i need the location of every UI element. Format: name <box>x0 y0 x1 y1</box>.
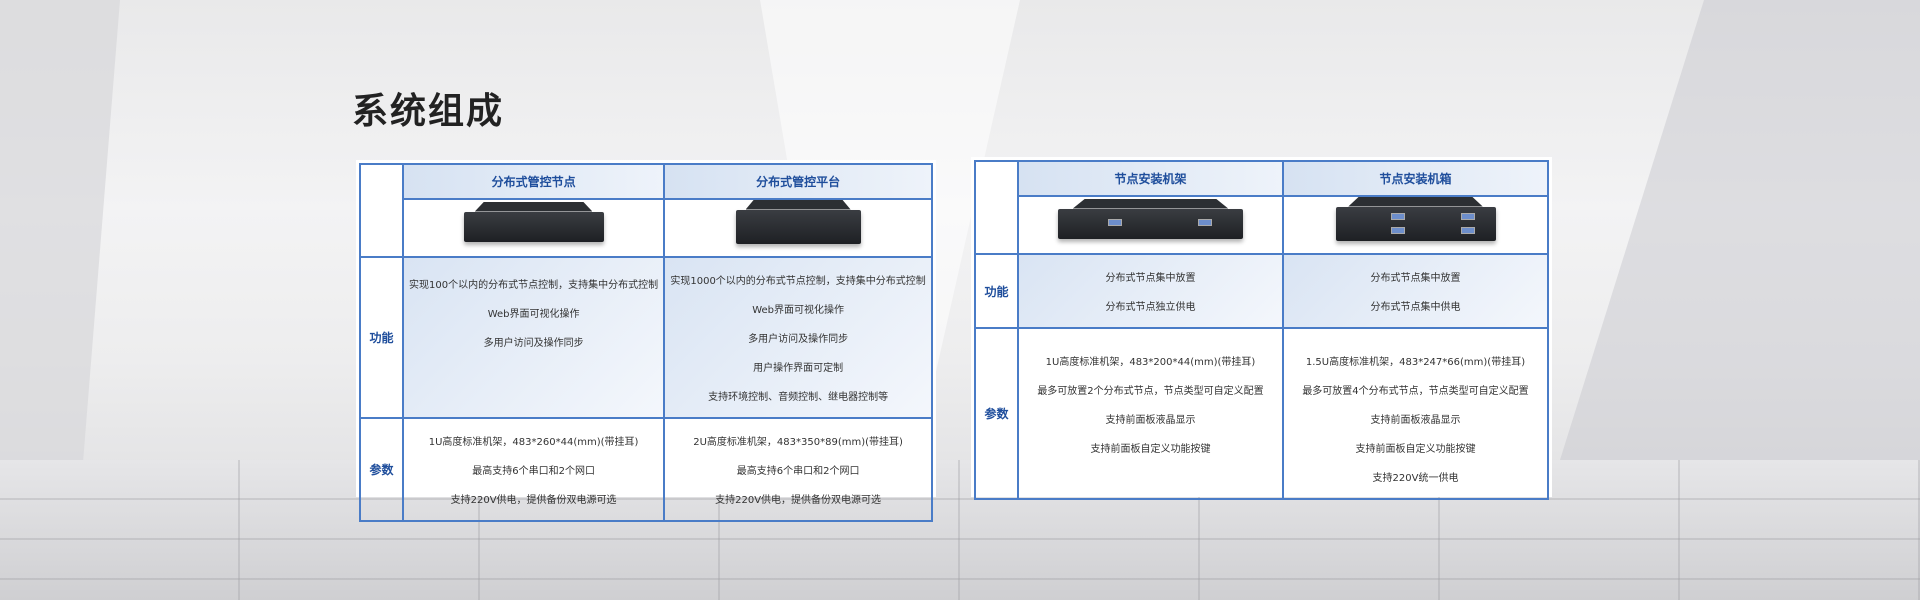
param-item: 1.5U高度标准机架，483*247*66(mm)(带挂耳) <box>1305 357 1526 368</box>
table-node-platform: 分布式管控节点 分布式管控平台 功能 实现100个以内的分布式节点控制，支持集中… <box>356 160 936 522</box>
param-item: 支持220V统一供电 <box>1372 473 1459 484</box>
param-item: 支持前面板自定义功能按键 <box>1090 444 1211 455</box>
function-item: 实现1000个以内的分布式节点控制，支持集中分布式控制 <box>670 276 926 287</box>
header-rack: 节点安装机架 <box>1017 160 1284 197</box>
1u-device-image <box>463 211 604 242</box>
header-node: 分布式管控节点 <box>401 163 666 200</box>
function-item: Web界面可视化操作 <box>752 305 844 316</box>
function-item: 支持环境控制、音频控制、继电器控制等 <box>708 392 889 403</box>
function-item: 实现100个以内的分布式节点控制，支持集中分布式控制 <box>409 280 659 291</box>
page-title: 系统组成 <box>352 91 505 132</box>
param-item: 最高支持6个串口和2个网口 <box>472 466 595 477</box>
function-item: 多用户访问及操作同步 <box>748 334 849 345</box>
row-label-params: 参数 <box>974 327 1019 500</box>
row-label-function: 功能 <box>359 256 404 419</box>
function-item: 多用户访问及操作同步 <box>483 338 584 349</box>
param-item: 1U高度标准机架，483*200*44(mm)(带挂耳) <box>1045 357 1256 368</box>
params-cell: 1U高度标准机架，483*260*44(mm)(带挂耳) 最高支持6个串口和2个… <box>401 417 666 522</box>
table-rack-chassis: 节点安装机架 节点安装机箱 功能 分布式节点集中放置 分布式节点独立供电 分布式… <box>971 157 1552 500</box>
param-item: 1U高度标准机架，483*260*44(mm)(带挂耳) <box>428 437 639 448</box>
chassis-image <box>1335 206 1496 241</box>
row-label-params: 参数 <box>359 417 404 522</box>
functions-cell: 分布式节点集中放置 分布式节点独立供电 <box>1017 253 1284 329</box>
background-wall <box>1560 0 1920 460</box>
params-cell: 1U高度标准机架，483*200*44(mm)(带挂耳) 最多可放置2个分布式节… <box>1017 327 1284 500</box>
param-item: 支持前面板自定义功能按键 <box>1355 444 1476 455</box>
2u-device-image <box>735 209 861 244</box>
function-item: 分布式节点集中放置 <box>1370 273 1461 284</box>
function-item: 分布式节点独立供电 <box>1105 302 1196 313</box>
row-label-function: 功能 <box>974 253 1019 329</box>
functions-cell: 实现1000个以内的分布式节点控制，支持集中分布式控制 Web界面可视化操作 多… <box>663 256 933 419</box>
param-item: 支持220V供电，提供备份双电源可选 <box>450 495 617 506</box>
function-item: Web界面可视化操作 <box>487 309 580 320</box>
param-item: 支持220V供电，提供备份双电源可选 <box>715 495 882 506</box>
params-cell: 2U高度标准机架，483*350*89(mm)(带挂耳) 最高支持6个串口和2个… <box>663 417 933 522</box>
function-item: 用户操作界面可定制 <box>753 363 844 374</box>
rack-image <box>1058 208 1243 239</box>
function-item: 分布式节点集中放置 <box>1105 273 1196 284</box>
param-item: 2U高度标准机架，483*350*89(mm)(带挂耳) <box>693 437 903 448</box>
param-item: 最多可放置4个分布式节点，节点类型可自定义配置 <box>1302 386 1529 397</box>
functions-cell: 实现100个以内的分布式节点控制，支持集中分布式控制 Web界面可视化操作 多用… <box>401 256 666 419</box>
functions-cell: 分布式节点集中放置 分布式节点集中供电 <box>1282 253 1549 329</box>
param-item: 支持前面板液晶显示 <box>1370 415 1461 426</box>
background-floor <box>0 460 1920 600</box>
param-item: 支持前面板液晶显示 <box>1105 415 1196 426</box>
param-item: 最多可放置2个分布式节点，节点类型可自定义配置 <box>1037 386 1264 397</box>
header-platform: 分布式管控平台 <box>663 163 933 200</box>
function-item: 分布式节点集中供电 <box>1370 302 1461 313</box>
param-item: 最高支持6个串口和2个网口 <box>736 466 860 477</box>
params-cell: 1.5U高度标准机架，483*247*66(mm)(带挂耳) 最多可放置4个分布… <box>1282 327 1549 500</box>
header-chassis: 节点安装机箱 <box>1282 160 1549 197</box>
